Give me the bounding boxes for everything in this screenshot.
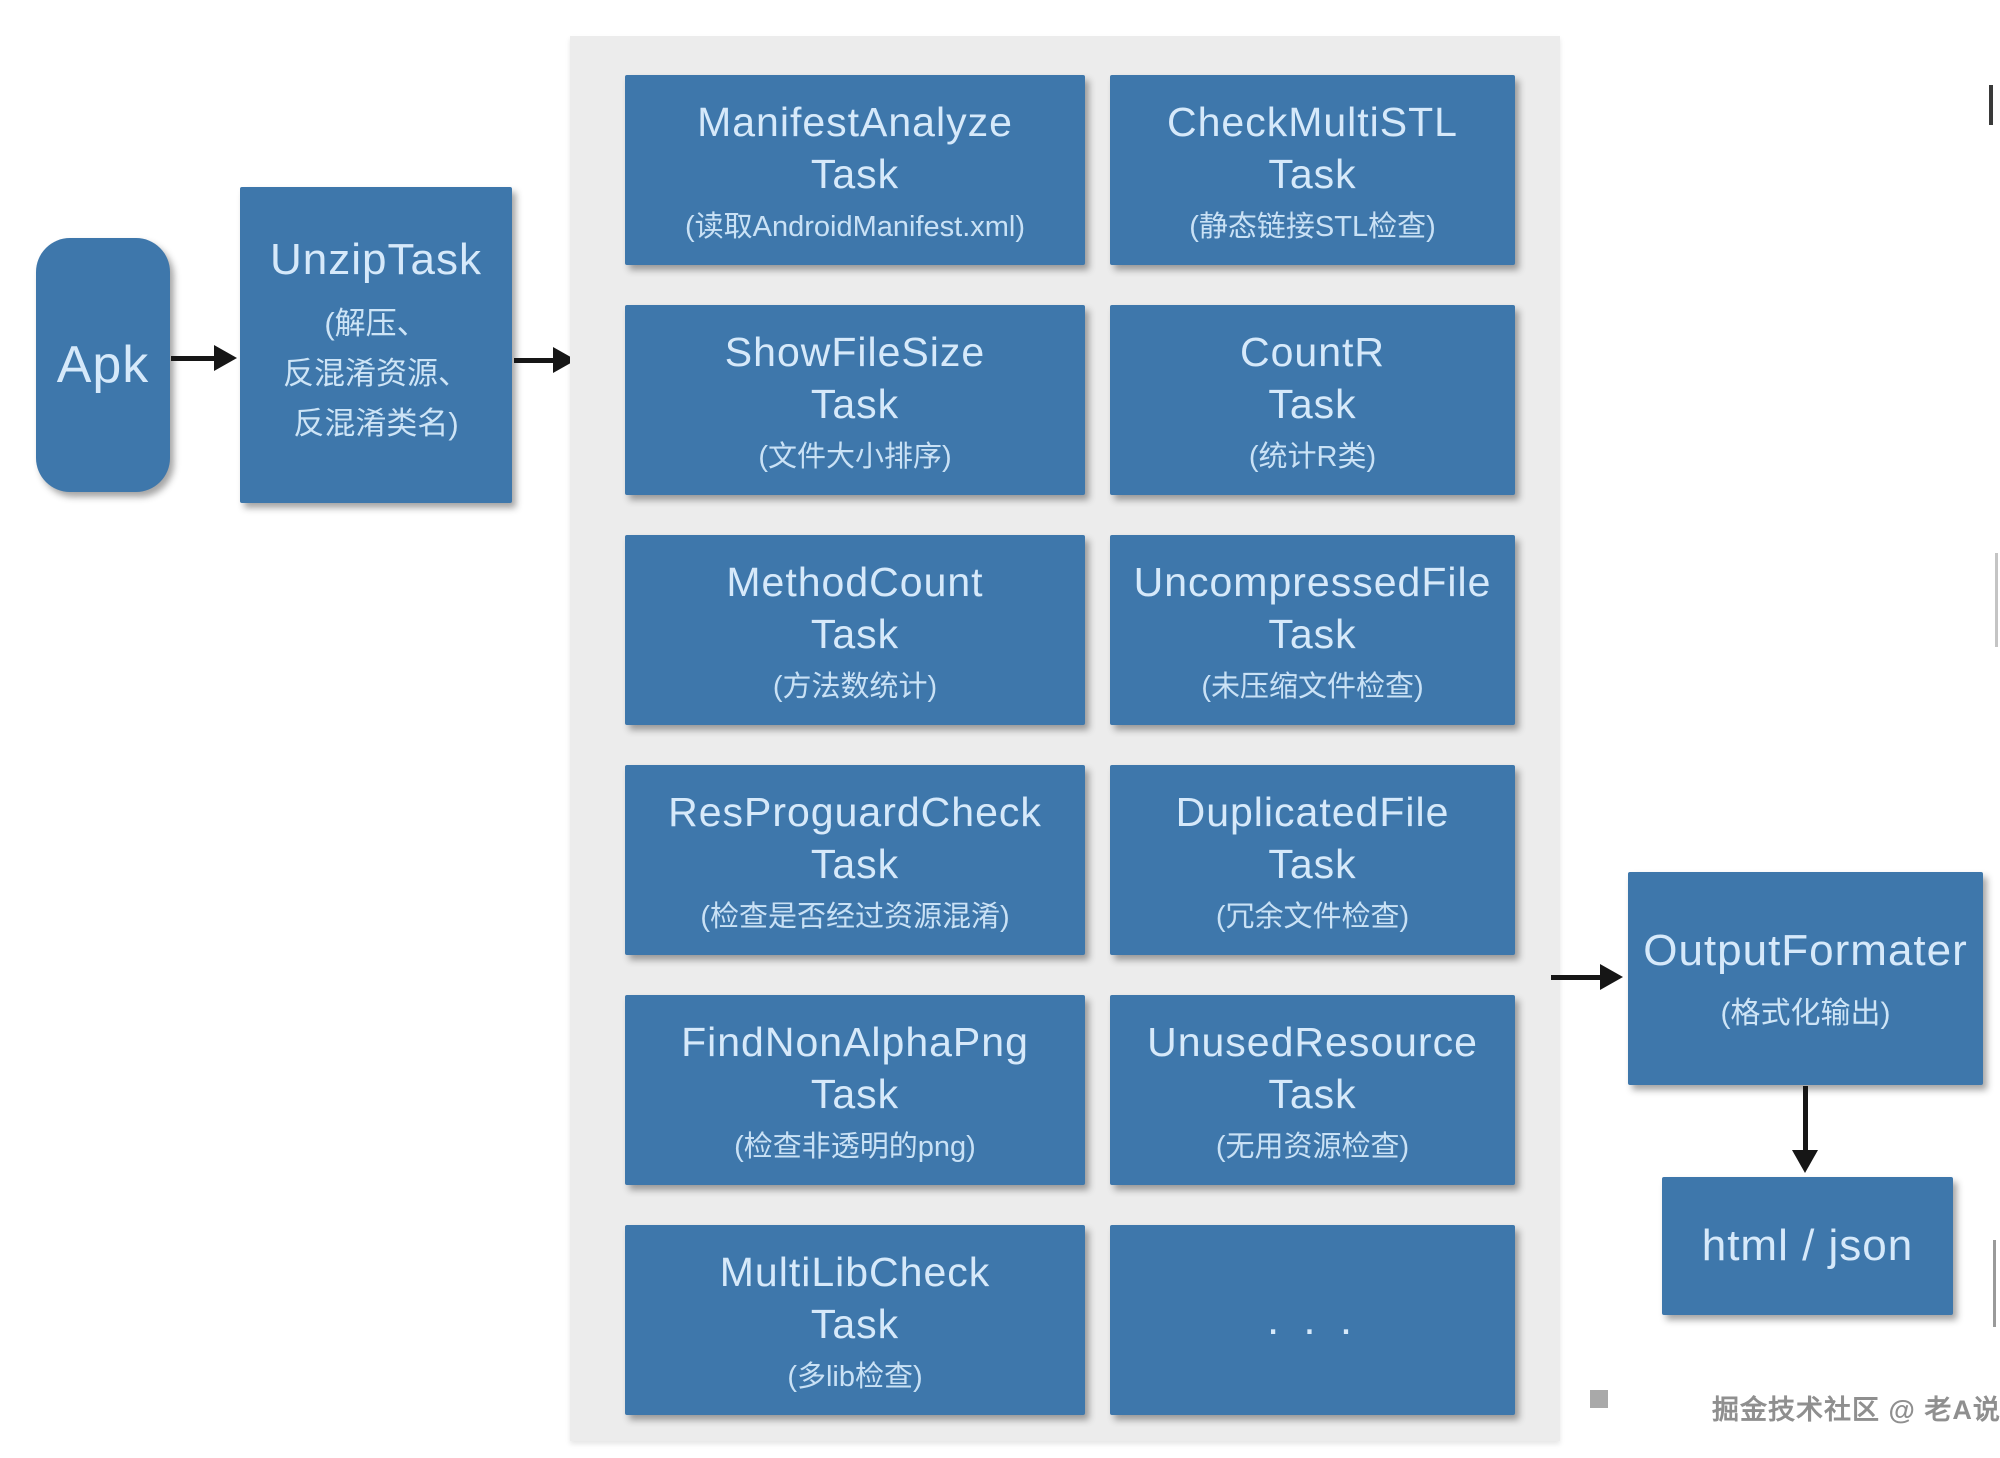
- output-formater-title: OutputFormater: [1643, 925, 1968, 975]
- task-box: CountR Task (统计R类): [1110, 305, 1515, 495]
- task-type-label: Task: [810, 1300, 900, 1347]
- task-type-label: Task: [810, 610, 900, 657]
- output-formater-subtitle: (格式化输出): [1720, 996, 1891, 1030]
- task-box: . . .: [1110, 1225, 1515, 1415]
- unzip-task-subtitle-line2: 反混淆资源、: [283, 356, 469, 391]
- unzip-task-node: UnzipTask (解压、 反混淆资源、 反混淆类名): [240, 187, 512, 503]
- ellipsis-label: . . .: [1266, 1295, 1359, 1344]
- task-subtitle: (方法数统计): [772, 670, 938, 703]
- output-formater-node: OutputFormater (格式化输出): [1628, 872, 1983, 1085]
- unzip-task-subtitle-line3: 反混淆类名): [293, 406, 459, 441]
- arrow-output-to-result: [1803, 1086, 1808, 1152]
- task-name: ShowFileSize: [724, 328, 986, 375]
- task-type-label: Task: [1268, 150, 1357, 197]
- task-subtitle: (冗余文件检查): [1215, 900, 1410, 933]
- task-subtitle: (检查非透明的png): [734, 1130, 976, 1163]
- task-name: CountR: [1239, 328, 1385, 375]
- task-type-label: Task: [1268, 380, 1357, 427]
- arrowhead-apk-to-unzip: [214, 345, 237, 371]
- task-type-label: Task: [1268, 840, 1357, 887]
- task-type-label: Task: [810, 150, 900, 197]
- unzip-task-subtitle-line1: (解压、: [324, 306, 428, 341]
- edge-fragment-middle: [1995, 553, 1998, 647]
- arrow-unzip-to-panel: [514, 358, 554, 363]
- task-name: FindNonAlphaPng: [681, 1018, 1029, 1065]
- task-subtitle: (读取AndroidManifest.xml): [684, 210, 1026, 243]
- task-subtitle: (检查是否经过资源混淆): [700, 900, 1010, 933]
- result-label: html / json: [1701, 1221, 1914, 1270]
- arrow-apk-to-unzip: [171, 356, 215, 361]
- task-subtitle: (文件大小排序): [758, 440, 952, 473]
- task-subtitle: (静态链接STL检查): [1189, 210, 1436, 243]
- task-type-label: Task: [810, 380, 900, 427]
- task-name: MultiLibCheck: [719, 1248, 991, 1295]
- arrowhead-output-to-result: [1792, 1150, 1818, 1173]
- watermark-bullet: [1590, 1390, 1608, 1408]
- task-type-label: Task: [1268, 1070, 1357, 1117]
- task-name: ResProguardCheck: [668, 788, 1042, 835]
- arrowhead-panel-to-output: [1600, 964, 1623, 990]
- task-name: CheckMultiSTL: [1167, 98, 1458, 145]
- task-name: UnusedResource: [1147, 1018, 1478, 1065]
- apk-node: Apk: [36, 238, 170, 492]
- result-node: html / json: [1662, 1177, 1953, 1315]
- task-subtitle: (统计R类): [1248, 440, 1377, 473]
- task-name: ManifestAnalyze: [697, 98, 1013, 145]
- apk-label: Apk: [56, 336, 150, 394]
- task-box: CheckMultiSTL Task (静态链接STL检查): [1110, 75, 1515, 265]
- edge-fragment-bottom: [1993, 1240, 1996, 1327]
- task-type-label: Task: [1268, 610, 1357, 657]
- task-type-label: Task: [810, 840, 900, 887]
- task-subtitle: (未压缩文件检查): [1201, 670, 1424, 703]
- task-subtitle: (无用资源检查): [1215, 1130, 1410, 1163]
- edge-fragment-top: [1989, 85, 1993, 125]
- task-type-label: Task: [810, 1070, 900, 1117]
- arrow-panel-to-output: [1551, 975, 1601, 980]
- task-name: UncompressedFile: [1133, 558, 1492, 605]
- watermark-text: 掘金技术社区 @ 老A说: [1712, 1395, 2000, 1425]
- task-name: MethodCount: [726, 558, 984, 605]
- task-subtitle: (多lib检查): [787, 1360, 923, 1393]
- task-name: DuplicatedFile: [1175, 788, 1450, 835]
- unzip-task-title: UnzipTask: [270, 235, 482, 284]
